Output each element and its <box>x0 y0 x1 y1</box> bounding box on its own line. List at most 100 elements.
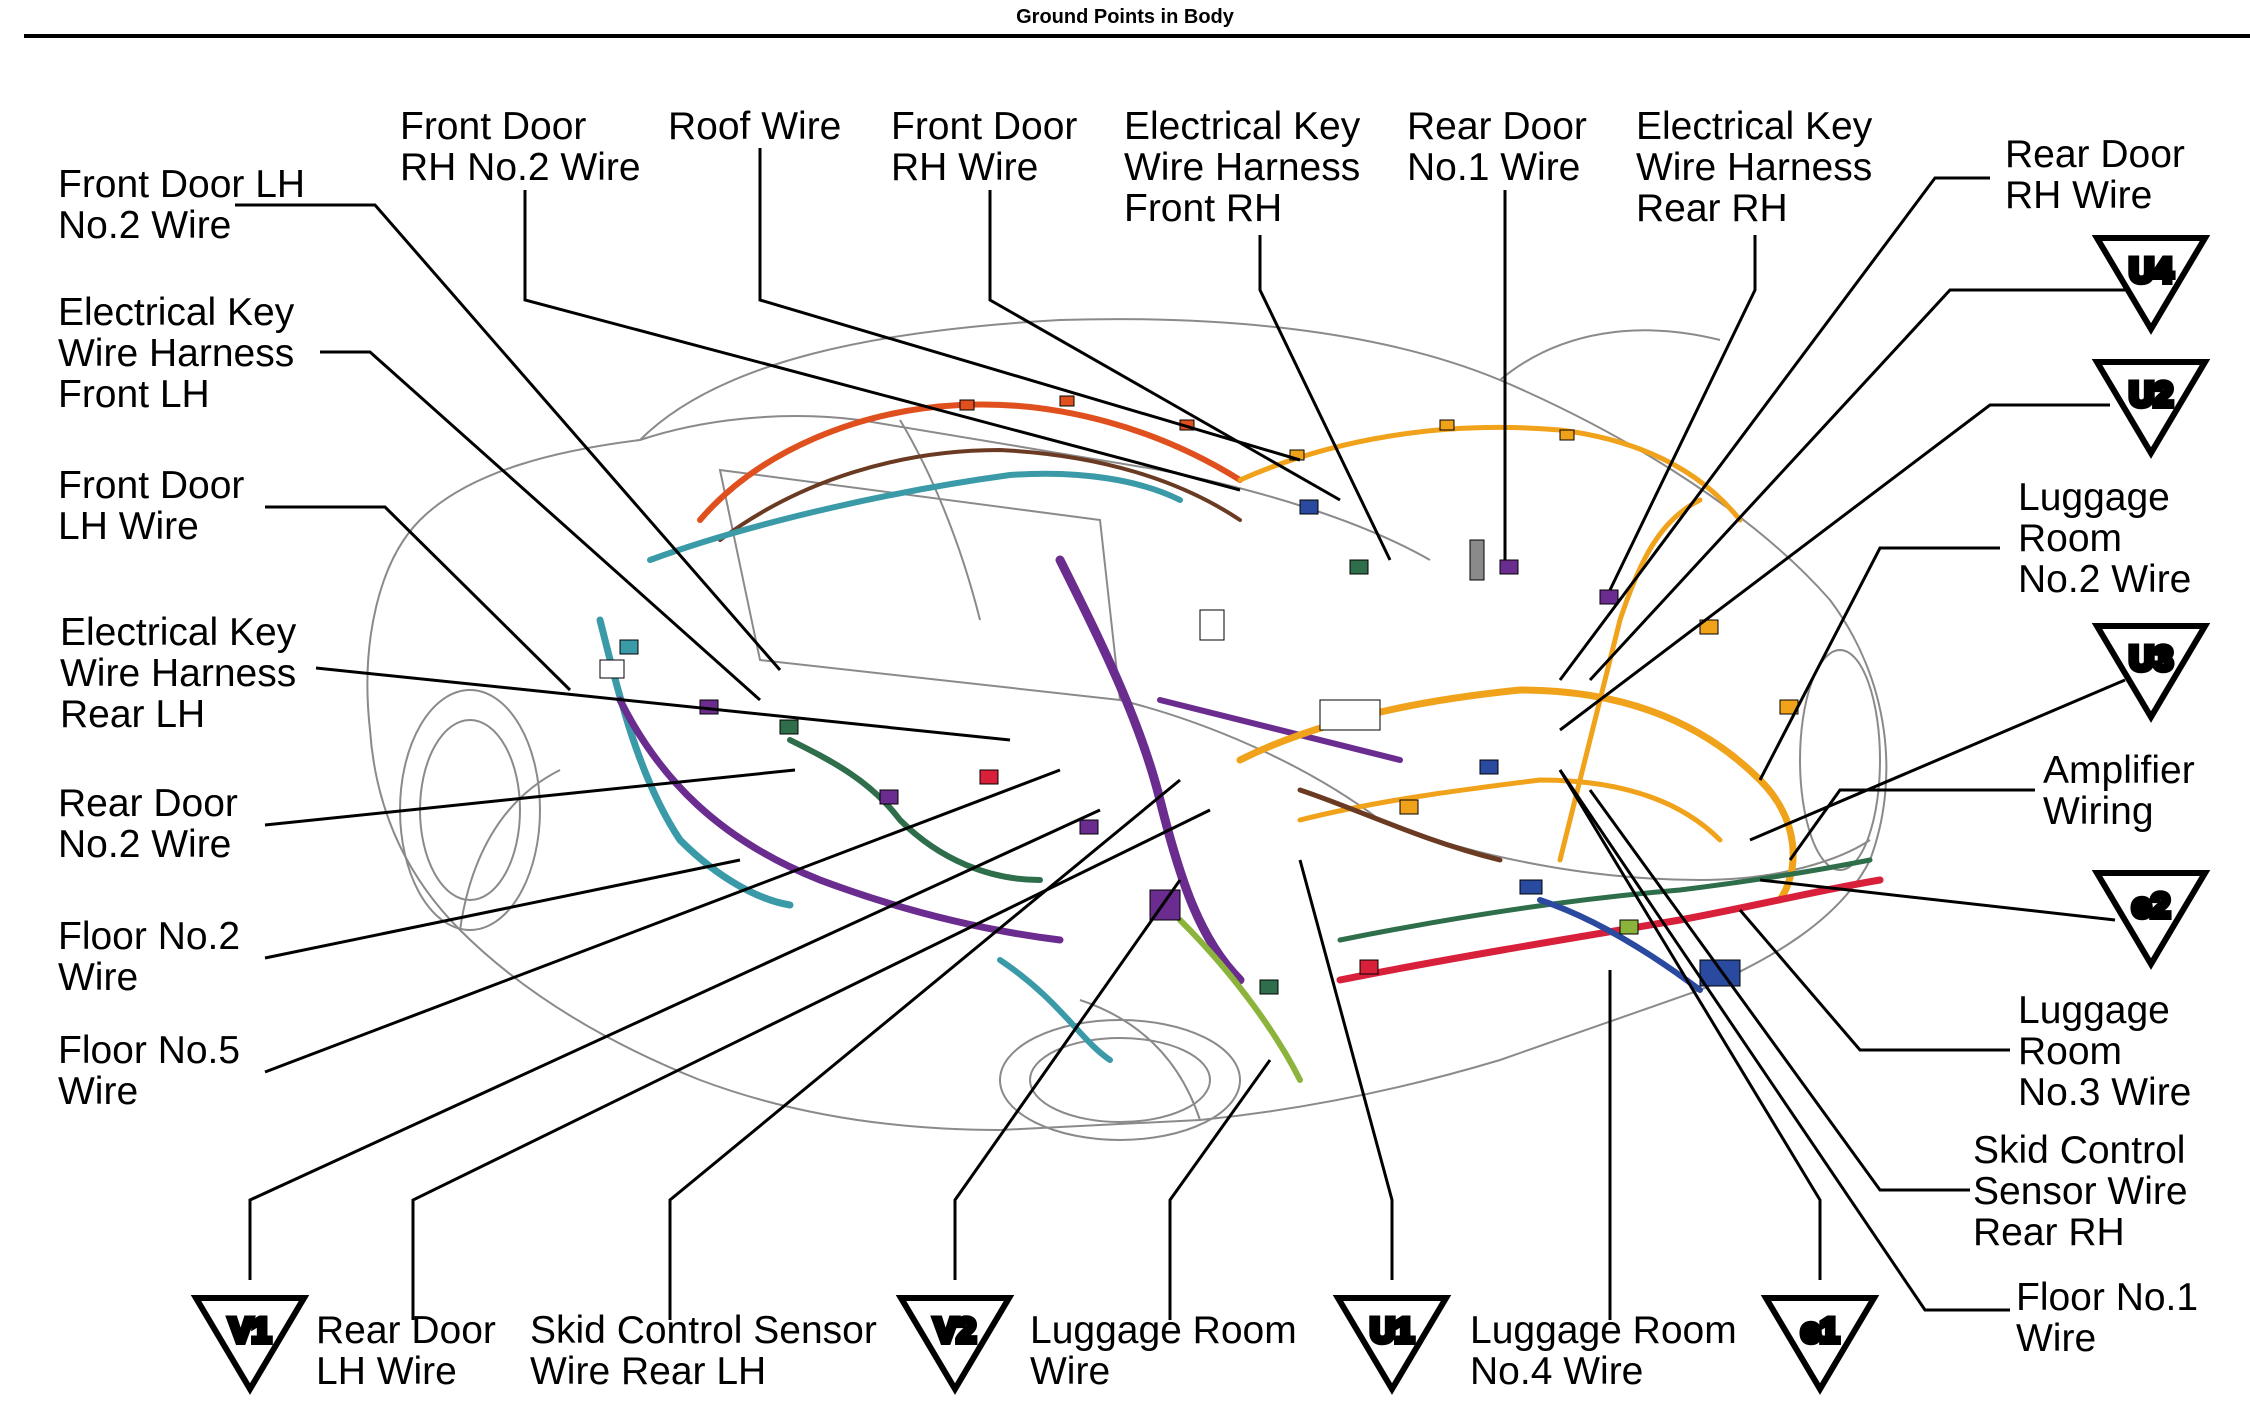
connector <box>1439 419 1455 431</box>
connector <box>1349 559 1369 575</box>
leader-v2 <box>953 879 1182 1280</box>
leader-e2 <box>1759 878 2116 922</box>
ground-point-u1: U1 <box>1332 1295 1452 1395</box>
left-door-teal <box>596 616 794 909</box>
connector <box>1479 759 1499 775</box>
center-purple-trunk <box>1055 555 1245 985</box>
label-ek-front-lh: Electrical Key Wire Harness Front LH <box>58 291 295 416</box>
label-skid-control-rear-lh: Skid Control Sensor Wire Rear LH <box>530 1309 877 1393</box>
leader-luggage-room-no2 <box>1758 546 2000 781</box>
label-floor-no5: Floor No.5 Wire <box>58 1029 241 1113</box>
lime-luggage-bundle <box>1177 917 1303 1083</box>
green-luggage-bundle <box>1337 857 1873 943</box>
teal-floor-bundle <box>997 957 1113 1063</box>
leader-luggage-room <box>1168 1059 1272 1320</box>
connector <box>1499 559 1519 575</box>
label-front-door-lh: Front Door LH Wire <box>58 464 245 548</box>
harness-bundles <box>596 401 1884 1083</box>
ground-point-e1: e1 <box>1760 1295 1880 1395</box>
ground-point-u4: U4 <box>2091 235 2211 335</box>
ground-points: U4 U2 U3 e2 V1 V2 U1 e1 <box>190 235 2211 1395</box>
leader-e1 <box>1558 769 1822 1280</box>
leader-rear-door-lh <box>411 808 1211 1320</box>
leader-u2 <box>1559 403 2110 732</box>
connector <box>599 659 625 679</box>
ground-point-e2: e2 <box>2091 870 2211 970</box>
leader-v1 <box>248 808 1101 1280</box>
label-ek-rear-lh: Electrical Key Wire Harness Rear LH <box>60 611 297 736</box>
leader-ek-rear-rh <box>1608 235 1757 591</box>
label-luggage-room-no4: Luggage Room No.4 Wire <box>1470 1309 1737 1393</box>
label-roof-wire: Roof Wire <box>668 105 842 148</box>
connector <box>1299 499 1319 515</box>
label-rear-door-rh: Rear Door RH Wire <box>2005 133 2185 217</box>
ground-label-e2: e2 <box>2132 887 2170 925</box>
connector <box>1699 619 1719 635</box>
leader-skid-control-rear-lh <box>668 778 1181 1320</box>
label-skid-control-rear-rh: Skid Control Sensor Wire Rear RH <box>1973 1129 2188 1254</box>
left-sill-purple <box>616 696 1064 944</box>
label-front-door-rh-no2: Front Door RH No.2 Wire <box>400 105 641 189</box>
connector <box>959 399 975 411</box>
label-ek-front-rh: Electrical Key Wire Harness Front RH <box>1124 105 1361 230</box>
center-purple-branch <box>1157 697 1403 763</box>
label-rear-door-no2: Rear Door No.2 Wire <box>58 782 238 866</box>
orange-roof-rear <box>1237 424 1743 523</box>
leader-ek-front-lh <box>320 350 761 702</box>
connector <box>779 719 799 735</box>
connectors <box>599 395 1799 995</box>
leader-rear-door-no2 <box>264 768 796 827</box>
leader-floor-no5 <box>264 768 1061 1074</box>
label-rear-door-no1: Rear Door No.1 Wire <box>1407 105 1587 189</box>
connector <box>1519 879 1543 895</box>
leader-roof-wire <box>758 148 1301 462</box>
roof-harness-inner <box>718 448 1242 542</box>
connector <box>1699 959 1741 987</box>
leader-front-door-lh-no2 <box>235 203 782 671</box>
connector <box>1199 609 1225 641</box>
connector <box>979 769 999 785</box>
leader-front-door-rh-no2 <box>523 190 1241 492</box>
connector <box>1399 799 1419 815</box>
car-body-outline <box>366 318 1888 1141</box>
leader-u3 <box>1749 678 2126 842</box>
connector <box>1619 919 1639 935</box>
ground-point-v1: V1 <box>190 1295 310 1395</box>
ground-label-v1: V1 <box>229 1312 271 1350</box>
label-floor-no1: Floor No.1 Wire <box>2016 1276 2199 1360</box>
connector <box>1059 395 1075 407</box>
label-floor-no2: Floor No.2 Wire <box>58 915 241 999</box>
ground-point-u3: U3 <box>2091 623 2211 723</box>
label-luggage-room: Luggage Room Wire <box>1030 1309 1297 1393</box>
green-dash-bundle <box>787 737 1043 883</box>
leader-luggage-room-no3 <box>1738 909 2010 1052</box>
connector <box>619 639 639 655</box>
label-luggage-room-no3: Luggage Room No.3 Wire <box>2018 989 2192 1114</box>
connector <box>1079 819 1099 835</box>
connector <box>1319 699 1381 731</box>
leader-u1 <box>1298 859 1394 1280</box>
leader-lines <box>235 148 2126 1320</box>
connector <box>1359 959 1379 975</box>
leader-front-door-rh <box>988 190 1341 502</box>
label-amplifier-wiring: Amplifier Wiring <box>2043 749 2195 833</box>
page-title: Ground Points in Body <box>1016 6 1234 28</box>
leader-skid-control-rear-rh <box>1588 789 1970 1192</box>
connector <box>1259 979 1279 995</box>
title-rule <box>24 34 2250 38</box>
ground-label-u4: U4 <box>2129 252 2173 290</box>
leader-front-door-lh <box>265 505 572 692</box>
label-rear-door-lh: Rear Door LH Wire <box>316 1309 496 1393</box>
connector <box>1559 429 1575 441</box>
leader-ek-front-rh <box>1258 235 1392 561</box>
ground-point-v2: V2 <box>895 1295 1015 1395</box>
leader-ek-rear-lh <box>315 666 1011 742</box>
red-luggage-bundle <box>1336 876 1884 984</box>
label-ek-rear-rh: Electrical Key Wire Harness Rear RH <box>1636 105 1873 230</box>
ground-label-v2: V2 <box>934 1312 976 1350</box>
leader-rear-door-rh <box>1558 176 1990 681</box>
teal-roof-bundle <box>647 470 1183 563</box>
leader-floor-no2 <box>264 858 741 960</box>
orange-rear-bundle-2 <box>1297 777 1723 843</box>
